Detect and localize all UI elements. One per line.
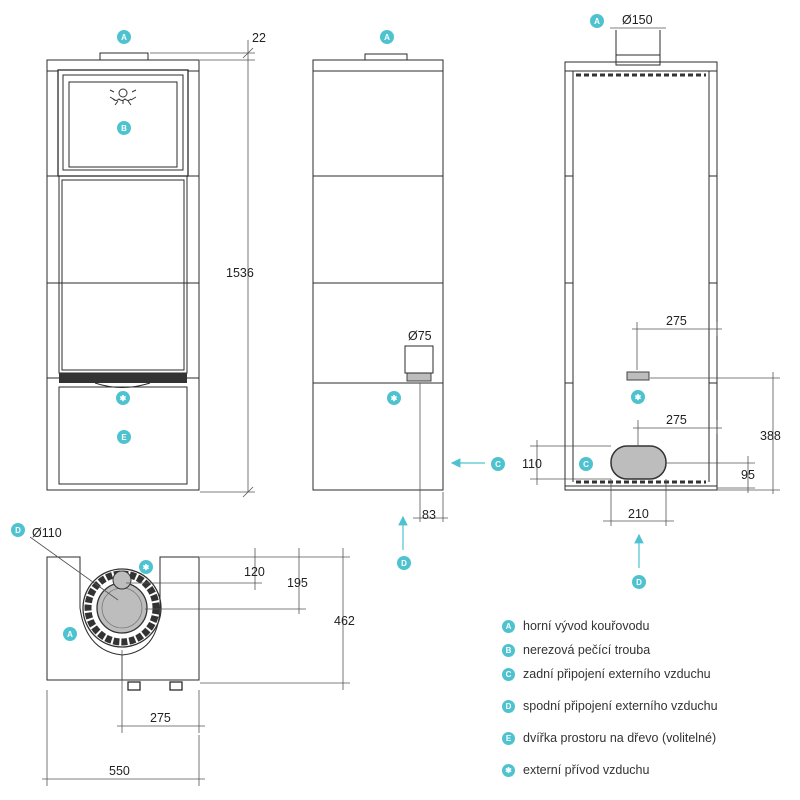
marker-star-plan: ✱ [139, 560, 153, 574]
side-outlet-collar [364, 53, 408, 61]
dim-rear-opening-height: 110 [522, 457, 542, 471]
dim-plan-offset-120: 120 [244, 565, 265, 579]
legend-marker-b: B [502, 643, 515, 657]
plan-air-inlet [112, 570, 132, 590]
rear-view [564, 30, 718, 491]
dim-rear-height: 388 [760, 429, 781, 443]
legend-item-star: ✱ externí přívod vzduchu [502, 760, 649, 780]
legend-item-b: B nerezová pečící trouba [502, 640, 650, 660]
plan-grate-ring [84, 570, 160, 646]
dim-top-offset: 22 [252, 31, 266, 45]
dim-rear-opening-bottom: 95 [741, 468, 755, 482]
rear-outlet-collar [615, 54, 661, 66]
svg-text:E: E [121, 433, 127, 442]
dim-plan-width: 550 [109, 764, 130, 778]
marker-d-plan: D [11, 523, 25, 537]
oven-symbol-icon [109, 88, 137, 106]
svg-text:✱: ✱ [143, 563, 150, 572]
plan-body-right [121, 556, 200, 681]
plan-view [46, 556, 200, 691]
marker-d-side: D [397, 556, 411, 570]
legend-marker-d: D [502, 699, 515, 713]
legend-text-e: dvířka prostoru na dřevo (volitelné) [523, 731, 717, 745]
svg-text:A: A [121, 33, 127, 42]
dim-rear-opening-center: 275 [666, 413, 687, 427]
svg-text:C: C [495, 460, 501, 469]
legend-marker-c: C [502, 667, 515, 681]
svg-text:✱: ✱ [635, 393, 642, 402]
legend-marker-star: ✱ [502, 763, 515, 777]
svg-text:A: A [594, 17, 600, 26]
legend-item-d: D spodní připojení externího vzduchu [502, 696, 718, 716]
svg-text:✱: ✱ [391, 394, 398, 403]
ash-grate [59, 373, 187, 383]
legend-item-a: A horní vývod kouřovodu [502, 616, 649, 636]
legend-text-d: spodní připojení externího vzduchu [523, 699, 718, 713]
side-view: Ø75 83 [312, 53, 485, 550]
marker-a-plan: A [63, 627, 77, 641]
rear-body [564, 61, 718, 491]
legend-text-a: horní vývod kouřovodu [523, 619, 650, 633]
marker-a-front: A [117, 30, 131, 44]
plan-dimensions: Ø110 120 195 462 275 550 [29, 526, 355, 786]
dim-rear-opening-width: 210 [628, 507, 649, 521]
marker-e: E [117, 430, 131, 444]
svg-text:A: A [384, 33, 390, 42]
rear-air-opening [610, 445, 667, 480]
dim-height-total: 1536 [226, 266, 254, 280]
legend-marker-a: A [502, 619, 515, 633]
marker-c-rear: C [579, 457, 593, 471]
side-body [312, 59, 444, 491]
marker-d-rear: D [632, 575, 646, 589]
svg-text:B: B [121, 124, 127, 133]
svg-text:A: A [67, 630, 73, 639]
dim-plan-center: 275 [150, 711, 171, 725]
side-air-inlet [406, 372, 432, 382]
front-view [46, 52, 200, 491]
svg-text:✱: ✱ [120, 394, 127, 403]
svg-text:D: D [15, 526, 21, 535]
rear-dimensions: Ø150 275 275 110 210 95 388 [522, 13, 781, 568]
legend-text-star: externí přívod vzduchu [523, 763, 650, 777]
wood-storage-door [58, 386, 188, 485]
dim-inlet-diameter-side: Ø75 [408, 329, 432, 343]
dim-plan-depth: 462 [334, 614, 355, 628]
marker-a-side: A [380, 30, 394, 44]
legend-marker-e: E [502, 731, 515, 745]
svg-text:D: D [636, 578, 642, 587]
marker-star-front: ✱ [116, 391, 130, 405]
marker-star-side: ✱ [387, 391, 401, 405]
dim-outlet-diameter-top: Ø150 [622, 13, 653, 27]
marker-b: B [117, 121, 131, 135]
dim-plan-diameter: Ø110 [32, 526, 62, 540]
front-dimensions: 22 1536 [150, 31, 266, 498]
legend-text-b: nerezová pečící trouba [523, 643, 651, 657]
svg-text:C: C [583, 460, 589, 469]
plan-foot-right [169, 681, 183, 691]
dim-plan-offset-195: 195 [287, 576, 308, 590]
plan-foot-left [127, 681, 141, 691]
front-outlet-collar [99, 52, 149, 61]
oven-window [68, 81, 178, 168]
svg-text:D: D [401, 559, 407, 568]
legend-text-c: zadní připojení externího vzduchu [523, 667, 711, 681]
marker-star-rear: ✱ [631, 390, 645, 404]
dim-side-inlet-offset: 83 [422, 508, 436, 522]
rear-air-inlet [626, 371, 650, 381]
legend-item-c: C zadní připojení externího vzduchu [502, 664, 711, 684]
marker-a-rear: A [590, 14, 604, 28]
dim-rear-inlet-offset: 275 [666, 314, 687, 328]
fire-chamber-door [58, 175, 188, 374]
legend-item-e: E dvířka prostoru na dřevo (volitelné) [502, 728, 716, 748]
marker-c-side: C [491, 457, 505, 471]
